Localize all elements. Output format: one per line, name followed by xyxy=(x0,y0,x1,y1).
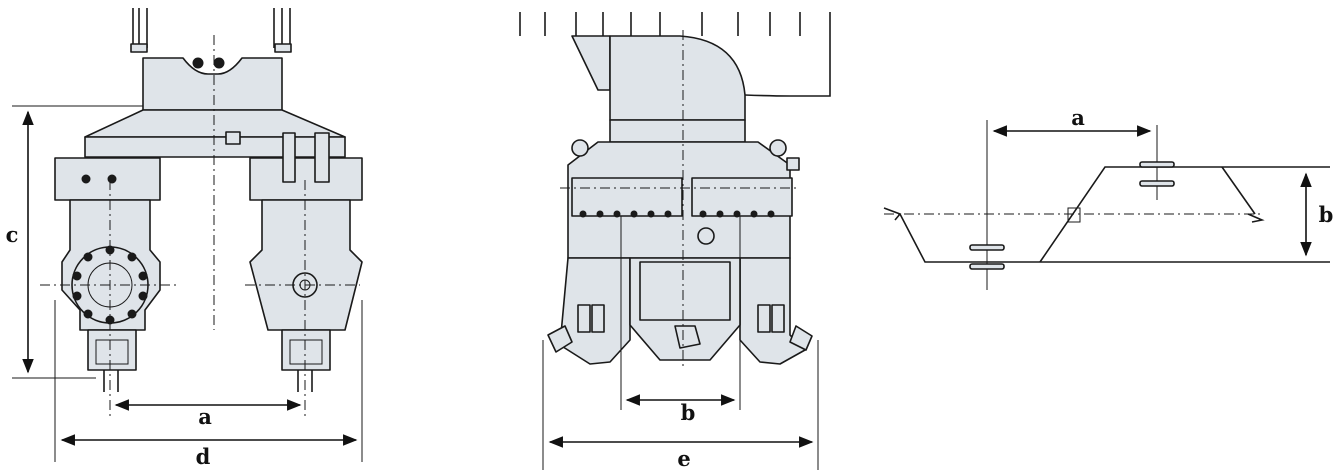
side-view-drawing xyxy=(12,8,363,462)
label-e: e xyxy=(677,446,690,470)
front-view-drawing xyxy=(519,12,831,470)
label-c: c xyxy=(6,222,19,247)
label-a-side: a xyxy=(198,404,212,429)
label-d: d xyxy=(196,444,211,469)
label-a-schematic: a xyxy=(1071,105,1085,130)
schematic-drawing xyxy=(883,120,1330,290)
label-b-front: b xyxy=(681,400,696,425)
label-b-schematic: b xyxy=(1319,202,1334,227)
